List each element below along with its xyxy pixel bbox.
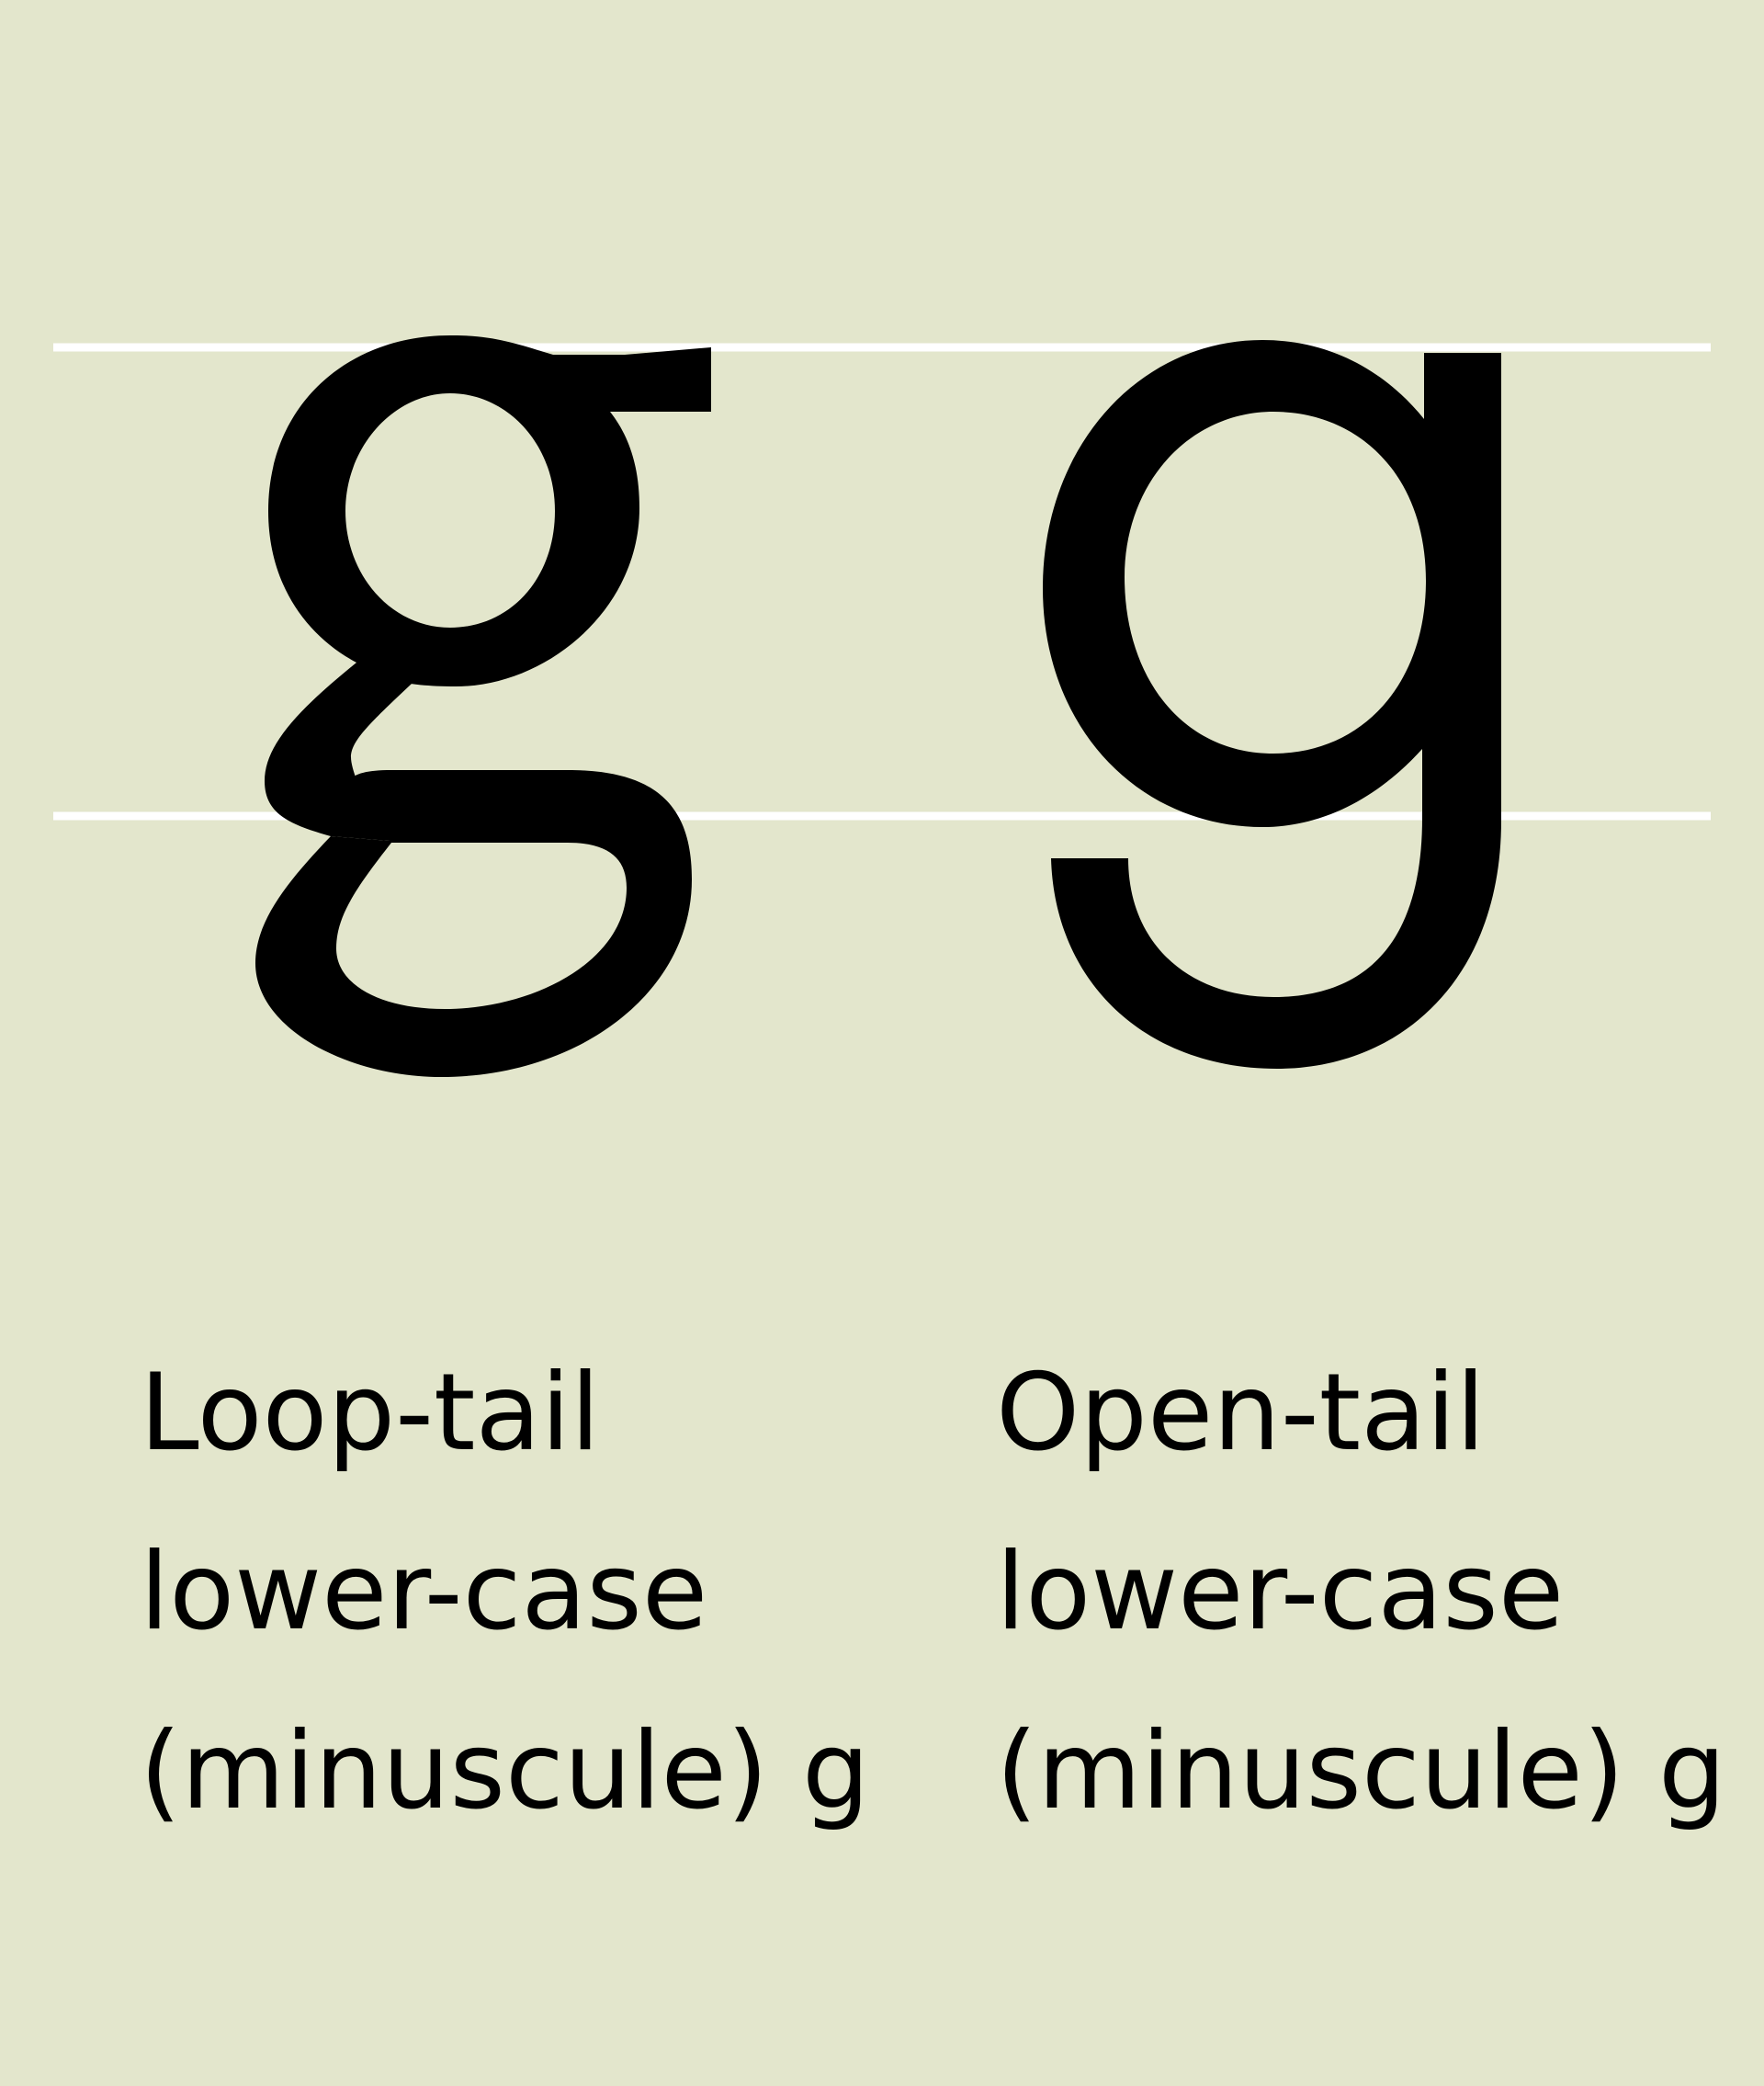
loop-tail-caption-line-3: (minuscule) g	[140, 1709, 870, 1833]
open-tail-caption-line-1: Open-tail	[996, 1351, 1486, 1475]
loop-tail-caption: Loop-tail lower-case (minuscule) g	[140, 1323, 870, 1861]
open-tail-caption: Open-tail lower-case (minuscule) g	[996, 1323, 1726, 1861]
loop-tail-caption-line-2: lower-case	[140, 1530, 708, 1654]
open-tail-g-glyph	[1043, 340, 1501, 1069]
open-tail-caption-line-3: (minuscule) g	[996, 1709, 1726, 1833]
loop-tail-g-glyph	[255, 334, 711, 1077]
open-tail-caption-line-2: lower-case	[996, 1530, 1565, 1654]
loop-tail-caption-line-1: Loop-tail	[140, 1351, 601, 1475]
